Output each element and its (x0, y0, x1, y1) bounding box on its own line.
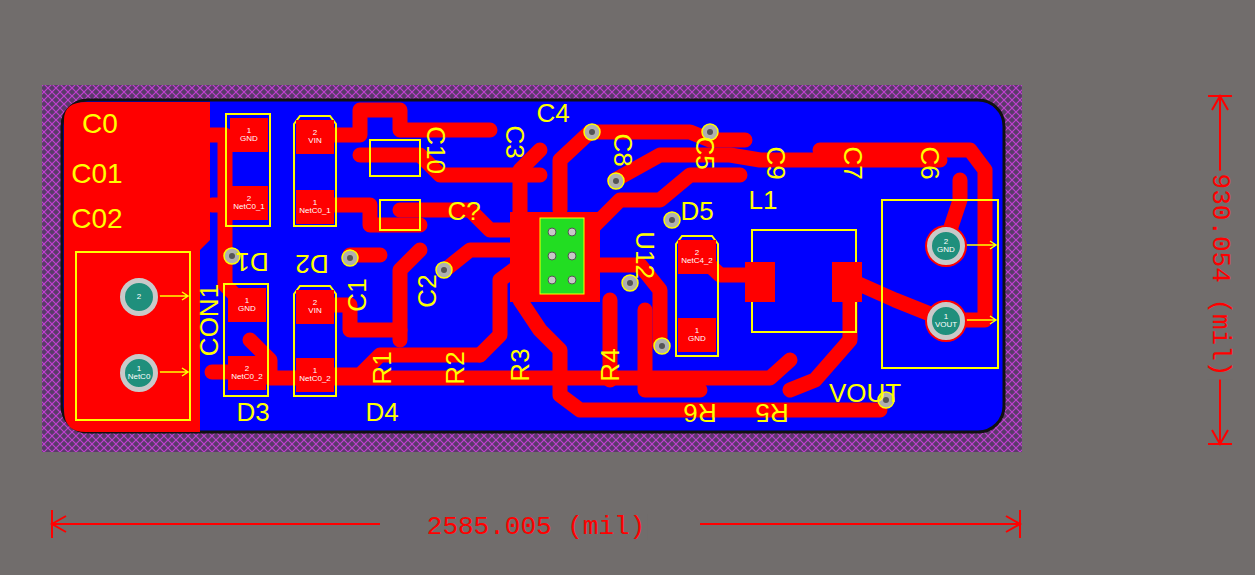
silkscreen-designator: C6 (917, 146, 943, 179)
silkscreen-designator: C? (447, 198, 480, 224)
silkscreen-designator: C4 (536, 100, 569, 126)
ground-pour (62, 100, 1004, 432)
dimension-text: 930.054 (mil) (1207, 171, 1233, 380)
silkscreen-designator: C02 (71, 205, 122, 233)
silkscreen-designator: D4 (365, 399, 398, 425)
silkscreen-designator: R2 (442, 351, 468, 384)
smd-pad: 2NetC0_2 (228, 356, 266, 390)
via-hole (229, 129, 889, 403)
smd-pad: 1NetC0_2 (296, 358, 334, 392)
net-name: NetC0_1 (233, 203, 265, 211)
silkscreen-designator: R5 (755, 400, 788, 426)
pin-number: 2 (695, 249, 699, 257)
silkscreen-designator: U12 (632, 231, 658, 279)
net-name: NetC0_2 (299, 375, 331, 383)
pin-number: 2 (944, 238, 948, 246)
silkscreen-designator: VOUT (829, 380, 901, 406)
smd-pad: 1GND (228, 288, 266, 322)
through-hole-pad: 1VOUT (927, 302, 965, 340)
silkscreen-designator: C9 (763, 146, 789, 179)
silkscreen-designator: D1 (235, 249, 268, 275)
inductor-pad (832, 262, 862, 302)
pin-number: 1 (245, 297, 249, 305)
pin-number: 1 (313, 367, 317, 375)
silkscreen-designator: R6 (683, 400, 716, 426)
net-name: NetC0_2 (231, 373, 263, 381)
silkscreen-designator: C2 (414, 274, 440, 307)
smd-pad: 2VIN (296, 120, 334, 154)
smd-pad: 1GND (230, 118, 268, 152)
net-name: GND (937, 246, 955, 254)
pin-number: 2 (137, 293, 141, 301)
silkscreen-designator: D2 (295, 251, 328, 277)
silkscreen-designator: R3 (507, 348, 533, 381)
thermal-via (548, 228, 576, 284)
dimension-text: 2585.005 (mil) (424, 514, 648, 540)
smd-pad: 2NetC4_2 (678, 240, 716, 274)
dimension-line (52, 96, 1232, 538)
pin-number: 1 (137, 365, 141, 373)
pin-number: 2 (245, 365, 249, 373)
silkscreen-designator: C01 (71, 160, 122, 188)
net-name: VIN (308, 307, 321, 315)
smd-pad: 1NetC0_1 (296, 190, 334, 224)
smd-pad: 2NetC0_1 (230, 186, 268, 220)
inductor-pad (745, 262, 775, 302)
silkscreen-designator: D5 (680, 198, 713, 224)
via (224, 124, 894, 408)
net-name: GND (240, 135, 258, 143)
silkscreen-designator: C8 (610, 133, 636, 166)
silkscreen-designator: C1 (344, 278, 370, 311)
net-name: NetC4_2 (681, 257, 713, 265)
pin-number: 1 (313, 199, 317, 207)
net-name: NetC0_1 (299, 207, 331, 215)
silkscreen-designator: R4 (597, 348, 623, 381)
silkscreen-designator: C0 (82, 110, 118, 138)
silkscreen-designator: C3 (502, 125, 528, 158)
net-name: GND (238, 305, 256, 313)
through-hole-pad: 2 (120, 278, 158, 316)
through-hole-pad: 2GND (927, 227, 965, 265)
silkscreen-designator: C7 (840, 146, 866, 179)
through-hole-pad: 1NetC0 (120, 354, 158, 392)
board-keepout (42, 85, 1022, 452)
silkscreen-designator: C5 (692, 136, 718, 169)
pin-number: 1 (944, 313, 948, 321)
pin-number: 2 (313, 129, 317, 137)
net-name: NetC0 (128, 373, 151, 381)
net-name: GND (688, 335, 706, 343)
footprint-outline (76, 114, 998, 420)
silkscreen-designator: C10 (423, 126, 449, 174)
copper-trace (210, 110, 985, 410)
pin-marker (155, 241, 996, 376)
thermal-pad (540, 218, 584, 294)
net-name: VIN (308, 137, 321, 145)
net-name: VOUT (935, 321, 957, 329)
silkscreen-designator: D3 (236, 399, 269, 425)
pin-number: 2 (313, 299, 317, 307)
pin-number: 1 (695, 327, 699, 335)
silkscreen-designator: CON1 (196, 284, 222, 356)
silkscreen-designator: L1 (749, 187, 778, 213)
smd-pad: 1GND (678, 318, 716, 352)
silkscreen-designator: R1 (369, 351, 395, 384)
smd-pad: 2VIN (296, 290, 334, 324)
pin-number: 2 (247, 195, 251, 203)
pin-number: 1 (247, 127, 251, 135)
